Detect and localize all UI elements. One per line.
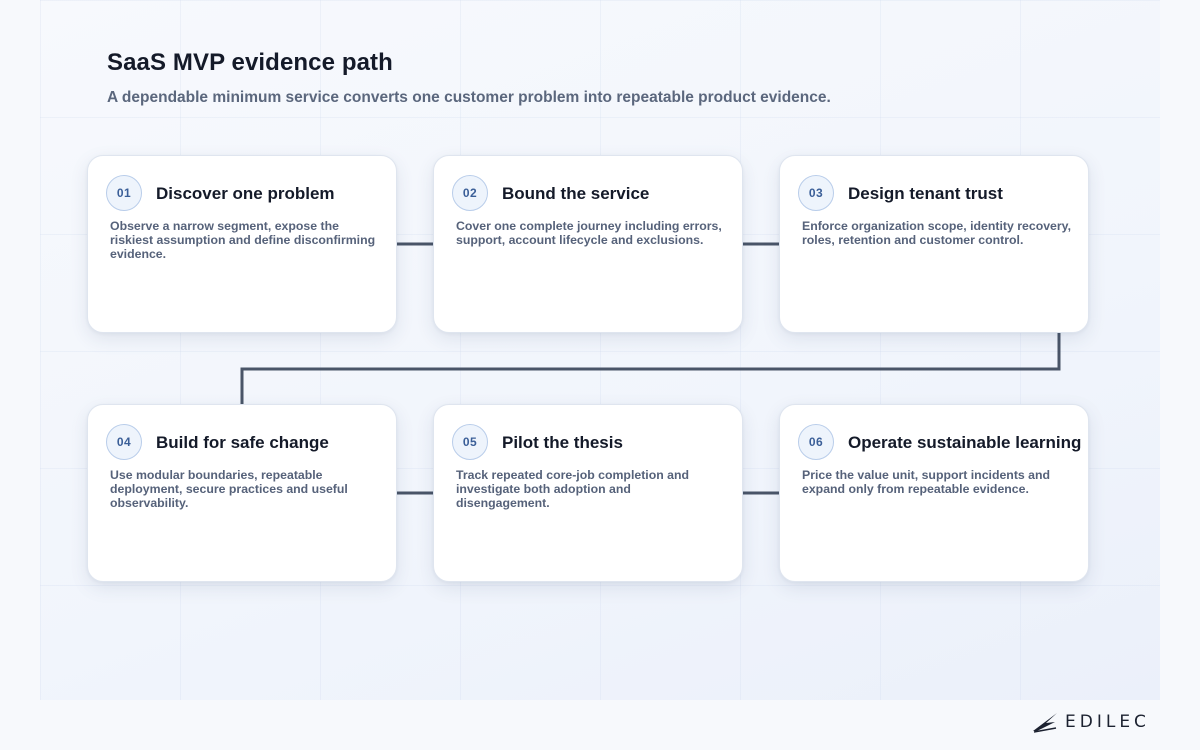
- step-card-6[interactable]: 06 Operate sustainable learning Price th…: [779, 404, 1089, 582]
- step-card-3[interactable]: 03 Design tenant trust Enforce organizat…: [779, 155, 1089, 333]
- step-number-badge: 03: [798, 175, 834, 211]
- step-description: Track repeated core-job completion and i…: [456, 468, 690, 510]
- step-description: Price the value unit, support incidents …: [802, 468, 1051, 496]
- step-description: Observe a narrow segment, expose the ris…: [110, 219, 376, 261]
- step-number-badge: 06: [798, 424, 834, 460]
- step-card-1[interactable]: 01 Discover one problem Observe a narrow…: [87, 155, 397, 333]
- step-title: Design tenant trust: [848, 184, 1003, 203]
- step-description: Use modular boundaries, repeatable deplo…: [110, 468, 348, 510]
- page-subtitle: A dependable minimum service converts on…: [107, 89, 831, 106]
- step-description: Cover one complete journey including err…: [456, 219, 722, 247]
- brand-logo: EDILEC: [1031, 711, 1150, 733]
- step-title: Operate sustainable learning: [848, 433, 1082, 452]
- edilec-logo-icon: [1033, 713, 1057, 733]
- step-card-5[interactable]: 05 Pilot the thesis Track repeated core-…: [433, 404, 743, 582]
- step-number-badge: 04: [106, 424, 142, 460]
- step-number-badge: 05: [452, 424, 488, 460]
- page-title: SaaS MVP evidence path: [107, 49, 393, 76]
- step-title: Pilot the thesis: [502, 433, 623, 452]
- step-number-badge: 01: [106, 175, 142, 211]
- step-number-badge: 02: [452, 175, 488, 211]
- step-title: Bound the service: [502, 184, 650, 203]
- step-description: Enforce organization scope, identity rec…: [802, 219, 1072, 247]
- step-title: Discover one problem: [156, 184, 335, 203]
- brand-name: EDILEC: [1065, 712, 1150, 732]
- step-card-2[interactable]: 02 Bound the service Cover one complete …: [433, 155, 743, 333]
- step-title: Build for safe change: [156, 433, 329, 452]
- step-card-4[interactable]: 04 Build for safe change Use modular bou…: [87, 404, 397, 582]
